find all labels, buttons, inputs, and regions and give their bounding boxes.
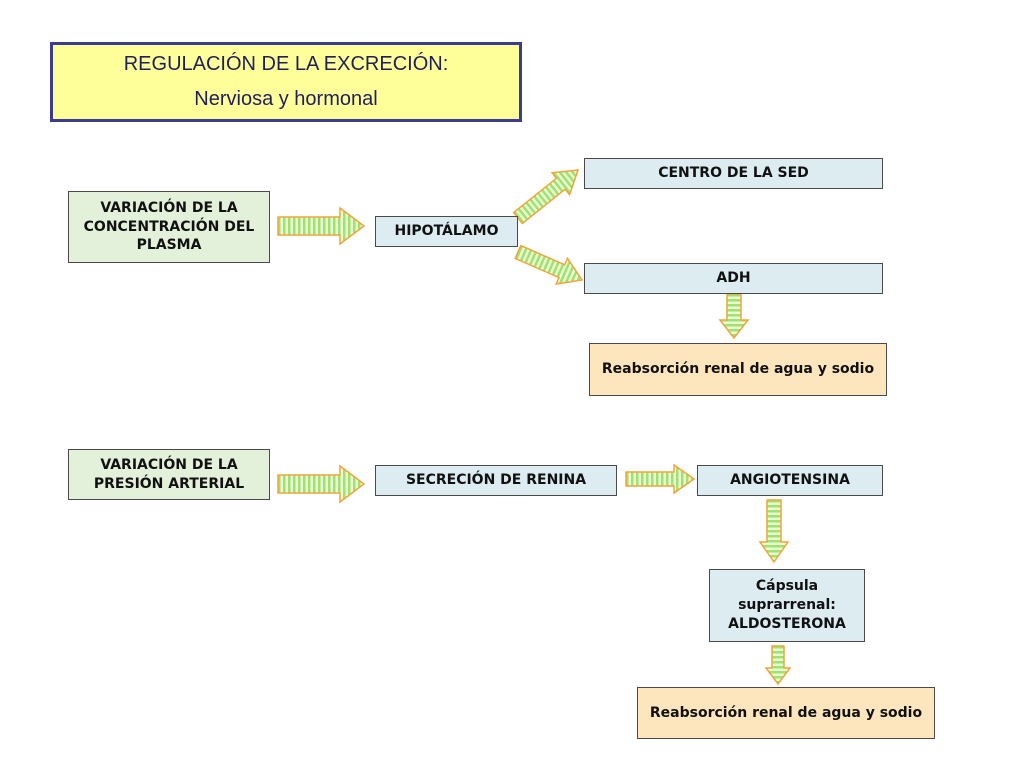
node-reabsorcion-1: Reabsorción renal de agua y sodio — [589, 343, 887, 396]
arrow-capsula-to-reabsorcion — [764, 645, 792, 686]
arrow-renina-to-angiotensina — [625, 463, 696, 495]
node-reabsorcion-2: Reabsorción renal de agua y sodio — [637, 687, 935, 739]
node-adh: ADH — [584, 263, 883, 294]
title-line-2: Nerviosa y hormonal — [194, 88, 378, 110]
arrow-hipotalamo-to-sed — [512, 169, 580, 225]
node-variacion-presion: VARIACIÓN DE LA PRESIÓN ARTERIAL — [68, 449, 270, 500]
node-centro-sed: CENTRO DE LA SED — [584, 158, 883, 189]
node-hipotalamo: HIPOTÁLAMO — [375, 216, 518, 247]
title-box: REGULACIÓN DE LA EXCRECIÓN: Nerviosa y h… — [50, 42, 522, 122]
arrow-hipotalamo-to-adh — [514, 244, 584, 285]
node-variacion-concentracion: VARIACIÓN DE LA CONCENTRACIÓN DEL PLASMA — [68, 191, 270, 263]
arrow-presion-to-renina — [277, 464, 366, 504]
arrow-concentracion-to-hipotalamo — [277, 206, 366, 246]
title-line-1: REGULACIÓN DE LA EXCRECIÓN: — [123, 53, 449, 75]
arrow-adh-to-reabsorcion — [718, 293, 750, 340]
node-secrecion-renina: SECRECIÓN DE RENINA — [375, 465, 617, 496]
node-capsula: Cápsula suprarrenal: ALDOSTERONA — [709, 569, 865, 642]
node-angiotensina: ANGIOTENSINA — [697, 465, 883, 496]
arrow-angiotensina-to-capsula — [758, 499, 790, 564]
